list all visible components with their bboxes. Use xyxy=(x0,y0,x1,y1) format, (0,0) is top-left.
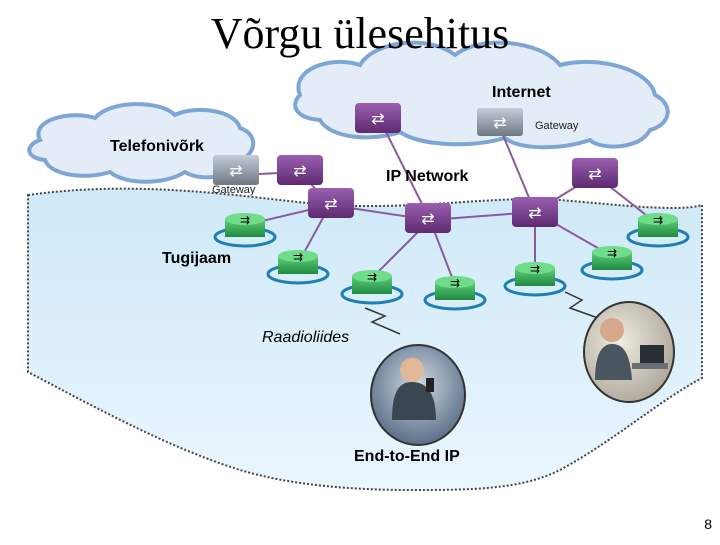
base-station-icon: ⇉ xyxy=(266,250,330,285)
end-to-end-label: End-to-End IP xyxy=(354,448,460,465)
svg-text:⇄: ⇄ xyxy=(371,109,384,128)
base-station-icon: ⇉ xyxy=(213,213,277,248)
laptop-user-photo xyxy=(583,301,675,403)
phone-network-label: Telefonivõrk xyxy=(110,138,204,155)
router-icon: ⇄ xyxy=(512,197,558,227)
svg-text:⇉: ⇉ xyxy=(530,262,540,276)
base-station-icon: ⇉ xyxy=(503,262,567,297)
router-icon: ⇄ xyxy=(277,155,323,185)
base-station-icon: ⇉ xyxy=(423,276,487,311)
gateway-icon: ⇄ xyxy=(477,108,523,136)
svg-text:⇉: ⇉ xyxy=(450,276,460,290)
router-icon: ⇄ xyxy=(572,158,618,188)
svg-text:⇉: ⇉ xyxy=(367,270,377,284)
base-station-label: Tugijaam xyxy=(162,250,232,267)
base-station-icon: ⇉ xyxy=(340,270,404,305)
svg-text:⇄: ⇄ xyxy=(229,161,242,180)
svg-text:⇄: ⇄ xyxy=(588,164,601,183)
page-title: Võrgu ülesehitus xyxy=(210,9,510,58)
ip-network-label: IP Network xyxy=(386,168,469,185)
svg-text:⇄: ⇄ xyxy=(293,161,306,180)
svg-text:⇄: ⇄ xyxy=(324,194,337,213)
router-icon: ⇄ xyxy=(405,203,451,233)
svg-text:⇉: ⇉ xyxy=(293,250,303,264)
svg-text:⇉: ⇉ xyxy=(653,213,663,227)
base-station-icon: ⇉ xyxy=(580,246,644,281)
lightning-icon xyxy=(364,291,599,335)
router-icon: ⇄ xyxy=(308,188,354,218)
svg-text:⇉: ⇉ xyxy=(607,246,617,260)
page-number: 8 xyxy=(704,516,712,532)
base-station-icon: ⇉ xyxy=(626,213,690,248)
svg-text:⇄: ⇄ xyxy=(421,209,434,228)
phone-user-photo xyxy=(370,344,466,446)
svg-text:⇄: ⇄ xyxy=(528,203,541,222)
radio-interface-label: Raadioliides xyxy=(262,329,350,346)
gateway-internet-label: Gateway xyxy=(535,120,579,132)
router-icon: ⇄ xyxy=(355,103,401,133)
svg-text:⇄: ⇄ xyxy=(493,113,506,132)
gateway-icon: ⇄ xyxy=(213,155,259,185)
internet-label: Internet xyxy=(492,84,551,101)
gateway-phone-label: Gateway xyxy=(212,184,256,196)
svg-text:⇉: ⇉ xyxy=(240,213,250,227)
